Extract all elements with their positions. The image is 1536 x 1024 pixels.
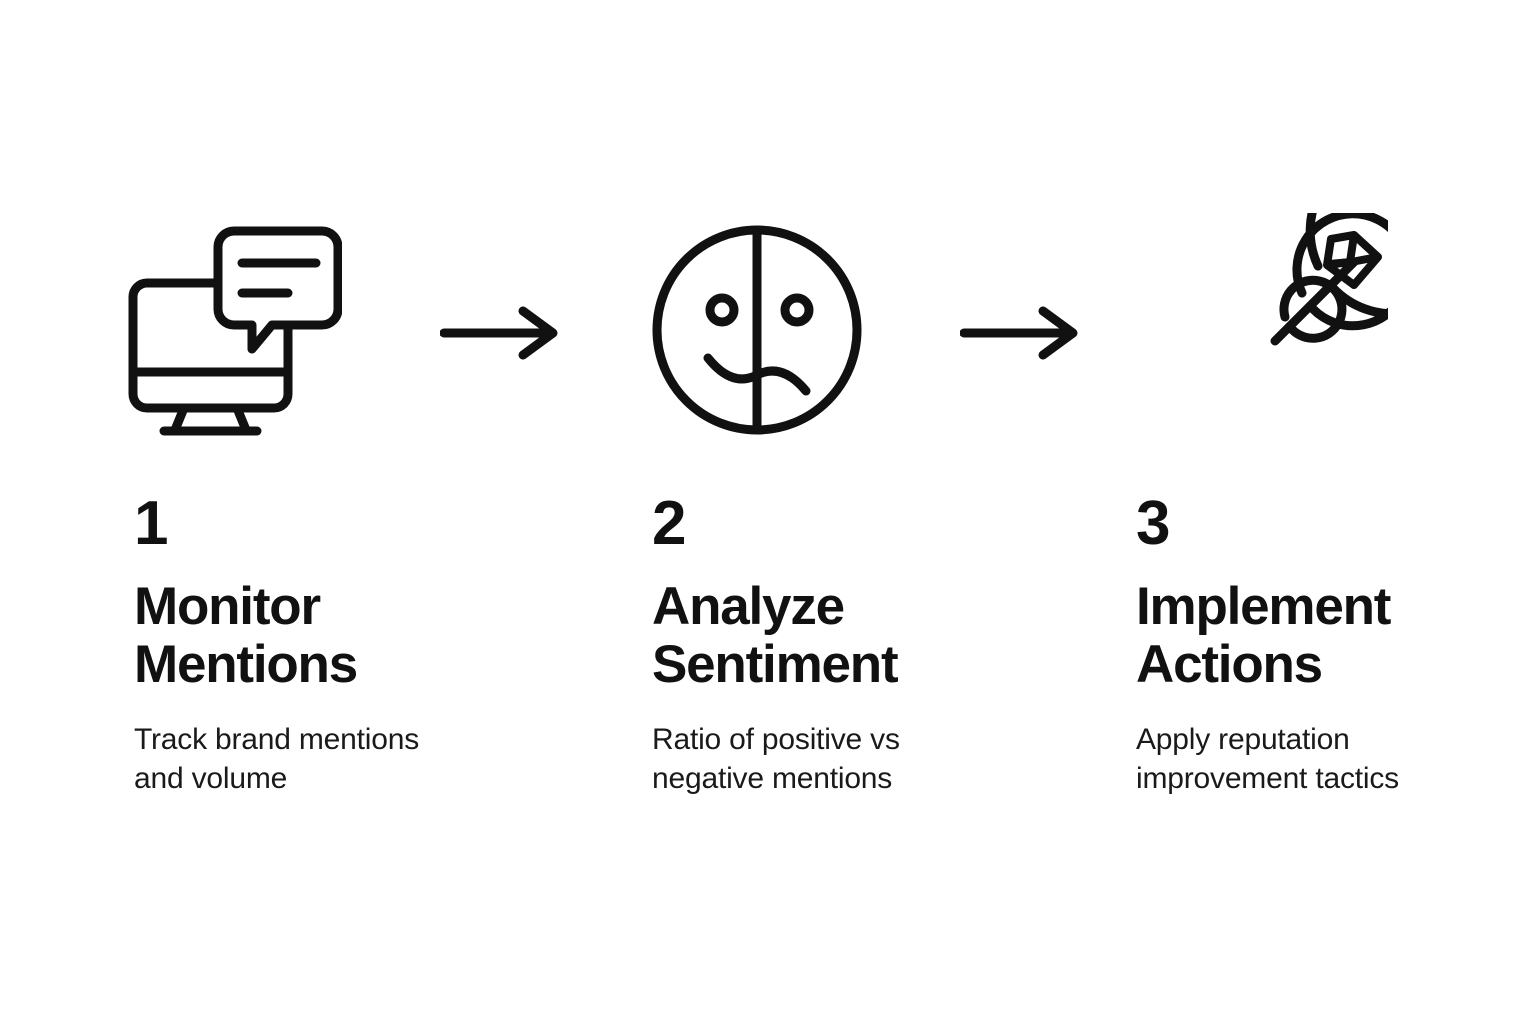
step-1-column: 1 Monitor Mentions Track brand mentions …	[134, 489, 564, 798]
step-1-icon-container	[126, 210, 356, 450]
step-1-number: 1	[134, 489, 168, 558]
step-2-column: 2 Analyze Sentiment Ratio of positive vs…	[652, 489, 1082, 798]
step-2-number: 2	[652, 489, 686, 558]
icon-row	[0, 210, 1536, 460]
step-3-description: Apply reputation improvement tactics	[1136, 723, 1399, 796]
connector-arrow-1	[440, 305, 570, 365]
step-3-icon-container	[1168, 210, 1398, 450]
step-1-description: Track brand mentions and volume	[134, 723, 420, 796]
monitor-speech-bubble-icon	[128, 226, 342, 435]
step-3-number: 3	[1136, 489, 1170, 558]
target-arrow-icon	[1270, 212, 1388, 345]
arrow-right-icon	[440, 306, 558, 360]
step-3-column: 3 Implement Actions Apply reputation imp…	[1136, 489, 1536, 798]
step-3-title: Implement Actions	[1136, 576, 1391, 695]
step-1-title: Monitor Mentions	[134, 576, 358, 695]
step-2-icon-container	[650, 210, 880, 450]
half-happy-half-sad-face-icon	[652, 225, 862, 434]
arrow-right-icon	[960, 306, 1078, 360]
step-2-description: Ratio of positive vs negative mentions	[652, 723, 900, 796]
connector-arrow-2	[960, 305, 1090, 365]
step-2-title: Analyze Sentiment	[652, 576, 899, 695]
